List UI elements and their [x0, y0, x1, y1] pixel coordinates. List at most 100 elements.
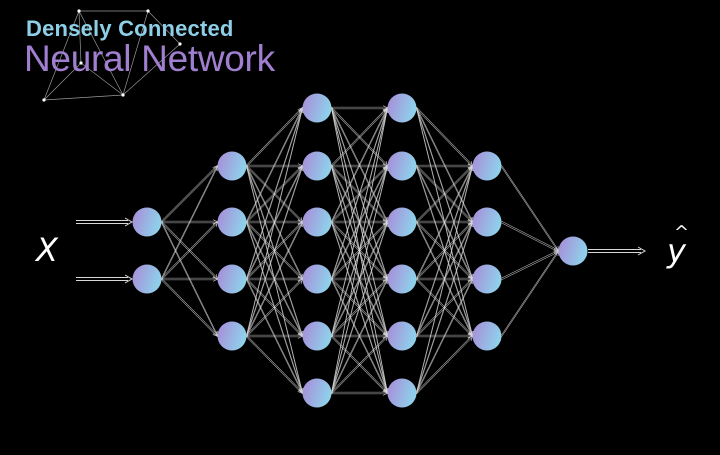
neuron-hidden-2: [302, 207, 332, 237]
connection-edge: [161, 164, 218, 222]
neuron-input: [132, 207, 162, 237]
connection-edge: [416, 106, 473, 166]
connection-edge: [331, 336, 388, 395]
connection-edge: [246, 220, 303, 336]
connection-edge: [331, 107, 388, 336]
connection-edge: [416, 108, 473, 168]
connection-edge: [331, 279, 388, 395]
connection-edge: [246, 107, 303, 279]
connection-edge: [416, 221, 473, 393]
connection-edge: [246, 108, 303, 168]
neuron-hidden-1: [217, 264, 247, 294]
connection-edge: [416, 164, 473, 279]
constellation-edge: [43, 62, 82, 101]
connection-edge: [331, 108, 388, 337]
neuron-input: [132, 264, 162, 294]
connection-edge: [416, 336, 473, 395]
constellation-edge: [78, 10, 124, 96]
constellation-decoration: [42, 9, 182, 102]
connection-edge: [416, 106, 473, 222]
neuron-hidden-3: [387, 151, 417, 181]
connection-edge: [501, 249, 559, 336]
input-arrow-head: [124, 217, 134, 227]
constellation-point: [146, 9, 150, 13]
connection-edge: [246, 222, 303, 338]
connection-edge: [331, 221, 388, 393]
connection-edge: [161, 277, 218, 336]
connection-edge: [246, 166, 303, 337]
connection-edge: [331, 222, 388, 394]
connection-edge: [246, 336, 303, 395]
title-line-1: Densely Connected: [26, 16, 234, 41]
connection-edge: [331, 107, 388, 279]
connection-edge: [501, 249, 559, 279]
neuron-hidden-4: [472, 207, 502, 237]
connection-edge: [161, 166, 218, 224]
connection-edge: [161, 279, 218, 338]
connection-edge: [501, 220, 559, 251]
connection-edge: [501, 166, 559, 253]
connection-edge: [331, 108, 388, 394]
neuron-hidden-2: [302, 151, 332, 181]
constellation-point: [42, 98, 46, 102]
neuron-hidden-3: [387, 378, 417, 408]
constellation-edge: [80, 62, 124, 96]
constellation-point: [121, 93, 125, 97]
neuron-hidden-2: [302, 321, 332, 351]
connection-edge: [161, 220, 218, 279]
neurons: [132, 93, 588, 408]
neuron-hidden-4: [472, 264, 502, 294]
neuron-hidden-3: [387, 207, 417, 237]
neuron-hidden-3: [387, 93, 417, 123]
title-line-2: Neural Network: [24, 38, 275, 79]
connection-edge: [416, 277, 473, 393]
connection-edge: [331, 108, 388, 168]
neuron-hidden-1: [217, 207, 247, 237]
neuron-hidden-2: [302, 264, 332, 294]
connection-edge: [246, 165, 303, 336]
connection-edge: [246, 108, 303, 280]
neuron-hidden-3: [387, 321, 417, 351]
input-label: X: [36, 231, 58, 269]
connection-edge: [416, 165, 473, 336]
connection-edge: [416, 279, 473, 395]
constellation-edge: [122, 10, 149, 96]
connection-edge: [331, 107, 388, 393]
constellation-point: [77, 9, 81, 13]
neuron-hidden-4: [472, 321, 502, 351]
connection-edge: [331, 165, 388, 393]
connection-edge: [416, 164, 473, 222]
neuron-hidden-2: [302, 93, 332, 123]
constellation-edge: [43, 94, 124, 101]
connection-edge: [161, 164, 218, 279]
connection-edge: [501, 164, 559, 251]
connection-edge: [246, 279, 303, 338]
connection-edge: [416, 108, 473, 280]
connection-edge: [161, 166, 218, 281]
connection-edge: [331, 108, 388, 224]
connection-edge: [331, 106, 388, 222]
io-arrows: [76, 217, 647, 284]
connection-edge: [416, 166, 473, 224]
connection-edge: [416, 166, 473, 337]
connection-edge: [416, 166, 473, 281]
constellation-edge: [78, 10, 82, 64]
output-hat-symbol: ^: [674, 222, 690, 243]
connection-edge: [501, 251, 559, 338]
connection-edge: [246, 277, 303, 336]
input-arrow-head: [124, 274, 134, 284]
connection-edge: [246, 108, 303, 337]
connection-edge: [161, 222, 218, 281]
constellation-point: [79, 61, 83, 65]
connection-edge: [246, 106, 303, 222]
connection-edge: [331, 166, 388, 394]
connection-edge: [416, 166, 473, 394]
connection-edge: [501, 251, 559, 281]
output-label: y: [667, 232, 686, 270]
connection-edge: [331, 334, 388, 393]
connection-edge: [246, 108, 303, 224]
constellation-edge: [43, 10, 80, 101]
connection-edge: [331, 108, 388, 280]
